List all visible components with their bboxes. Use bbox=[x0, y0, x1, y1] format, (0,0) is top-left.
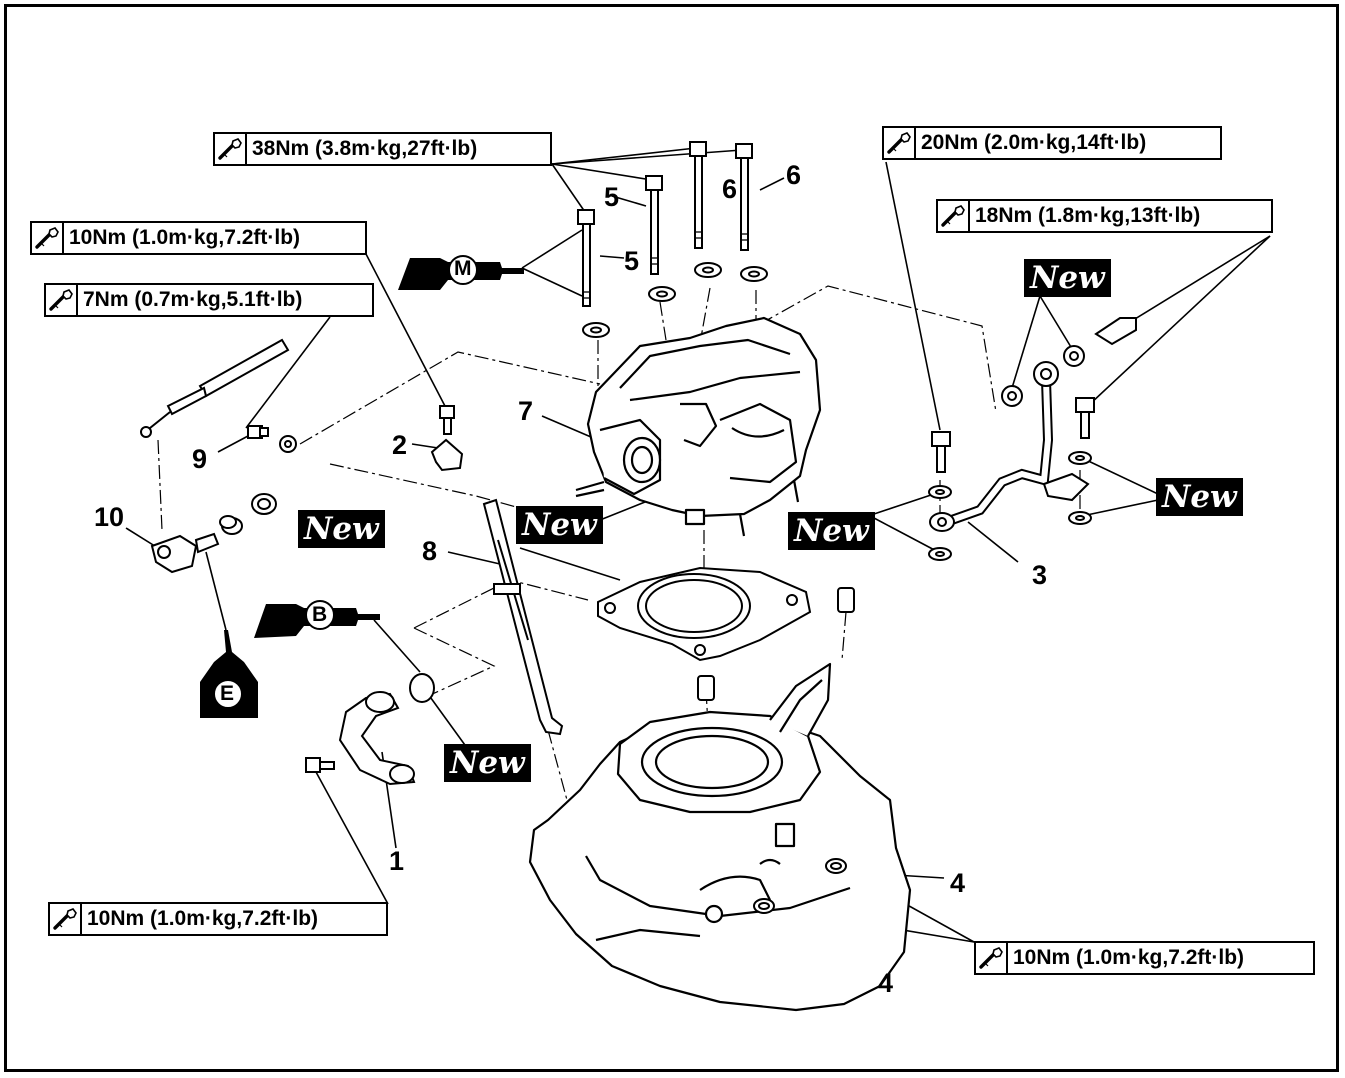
torque-wrench-icon bbox=[884, 128, 916, 158]
torque-wrench-icon bbox=[976, 943, 1008, 973]
engine-oil-can-icon bbox=[200, 630, 258, 718]
part-number-4-upper: 4 bbox=[950, 868, 966, 898]
torque-value: 18Nm (1.8m·kg,13ft·lb) bbox=[975, 204, 1201, 227]
torque-value: 10Nm (1.0m·kg,7.2ft·lb) bbox=[1013, 946, 1245, 969]
part-number-8: 8 bbox=[422, 536, 438, 566]
engine-oil-letter: E bbox=[220, 682, 235, 705]
part-number-5-lower: 5 bbox=[624, 246, 640, 276]
part-number-7: 7 bbox=[518, 396, 534, 426]
part-number-3: 3 bbox=[1032, 560, 1048, 590]
new-part-tag: New bbox=[788, 512, 875, 550]
new-part-tag: New bbox=[1024, 259, 1111, 297]
torque-label-union-bolt: 18Nm (1.8m·kg,13ft·lb) bbox=[936, 199, 1273, 233]
part-number-4-lower: 4 bbox=[878, 968, 894, 998]
torque-value: 10Nm (1.0m·kg,7.2ft·lb) bbox=[87, 907, 319, 930]
torque-label-decompression-bolt: 7Nm (0.7m·kg,5.1ft·lb) bbox=[44, 283, 374, 317]
torque-label-oil-pipe-bolt: 20Nm (2.0m·kg,14ft·lb) bbox=[882, 126, 1222, 160]
grease-letter: B bbox=[312, 603, 328, 626]
part-number-2: 2 bbox=[392, 430, 408, 460]
torque-wrench-icon bbox=[46, 285, 78, 315]
torque-label-water-pipe-bolt: 10Nm (1.0m·kg,7.2ft·lb) bbox=[48, 902, 388, 936]
part-number-6-left: 6 bbox=[722, 174, 738, 204]
new-part-tag: New bbox=[1156, 478, 1243, 516]
torque-value: 20Nm (2.0m·kg,14ft·lb) bbox=[921, 131, 1147, 154]
part-number-10: 10 bbox=[94, 502, 125, 532]
part-number-6-right: 6 bbox=[786, 160, 802, 190]
new-part-tag: New bbox=[516, 506, 603, 544]
molybdenum-oil-letter: M bbox=[454, 257, 472, 280]
torque-wrench-icon bbox=[32, 223, 64, 253]
torque-label-cam-cap-bolt: 10Nm (1.0m·kg,7.2ft·lb) bbox=[30, 221, 367, 255]
part-number-5-upper: 5 bbox=[604, 182, 620, 212]
new-part-tag: New bbox=[298, 510, 385, 548]
torque-label-cylinder-nut: 10Nm (1.0m·kg,7.2ft·lb) bbox=[974, 941, 1315, 975]
torque-wrench-icon bbox=[938, 201, 970, 231]
molybdenum-disulfide-oil-icon bbox=[398, 255, 524, 290]
torque-label-cylinder-head-bolt: 38Nm (3.8m·kg,27ft·lb) bbox=[213, 132, 552, 166]
new-part-tag: New bbox=[444, 744, 531, 782]
grease-gun-icon bbox=[254, 600, 380, 638]
torque-wrench-icon bbox=[215, 134, 247, 164]
torque-value: 10Nm (1.0m·kg,7.2ft·lb) bbox=[69, 226, 301, 249]
part-number-1: 1 bbox=[389, 846, 405, 876]
torque-wrench-icon bbox=[50, 904, 82, 934]
torque-value: 7Nm (0.7m·kg,5.1ft·lb) bbox=[83, 288, 303, 311]
part-number-9: 9 bbox=[192, 444, 208, 474]
torque-value: 38Nm (3.8m·kg,27ft·lb) bbox=[252, 137, 478, 160]
